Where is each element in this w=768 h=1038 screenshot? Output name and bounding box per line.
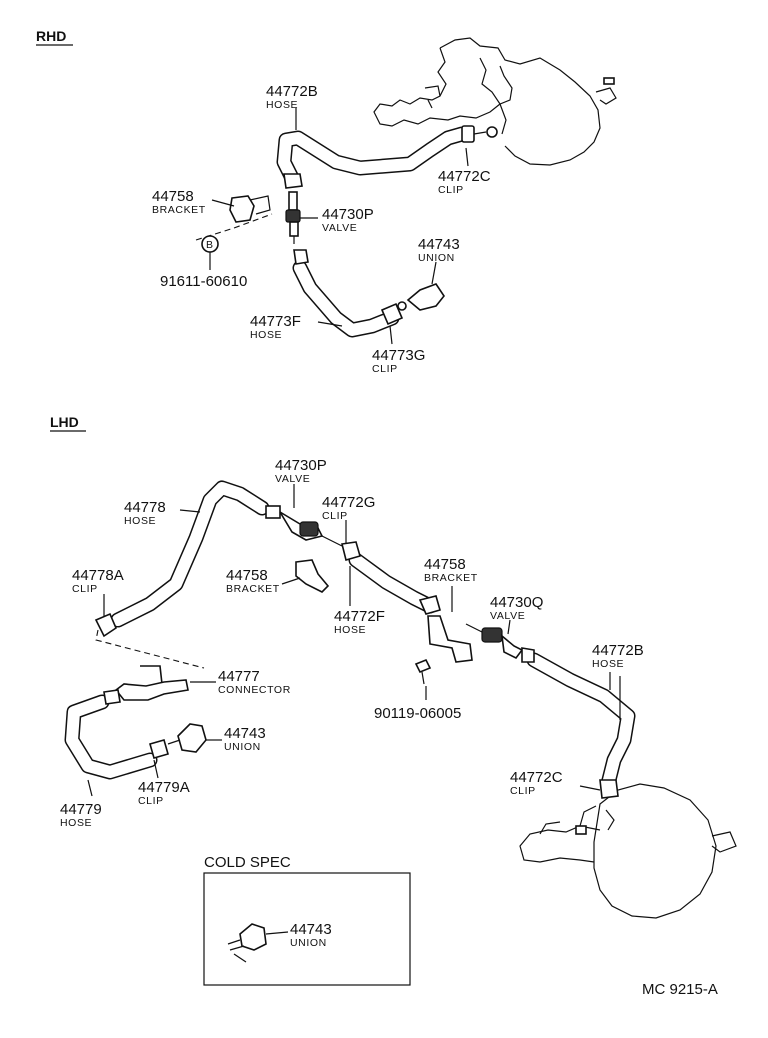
rhd-clip-c-part: 44772C [438, 168, 491, 185]
rhd-lower-clip[interactable] [293, 249, 309, 265]
lhd-bracket-44758-b[interactable] [418, 595, 473, 663]
rhd-hose-44772b[interactable] [276, 126, 470, 186]
lhd-valve-p-name: VALVE [275, 473, 310, 485]
lhd-clip-c-part: 44772C [510, 769, 563, 786]
lhd-bolt-part: 90119-06005 [374, 705, 461, 722]
lhd-clip-79a-part: 44779A [138, 779, 190, 796]
lhd-bracket-b-name: BRACKET [424, 572, 478, 584]
rhd-bracket-44758[interactable] [229, 195, 271, 223]
cold-union-name: UNION [290, 937, 327, 949]
lhd-clip-44772g[interactable] [341, 541, 361, 561]
lhd-union-name: UNION [224, 741, 261, 753]
lhd-hose-79-part: 44779 [60, 801, 102, 818]
lhd-connector-part: 44777 [218, 668, 260, 685]
diagram-code: MC 9215-A [642, 981, 718, 998]
lhd-clip-44778a[interactable] [94, 612, 117, 638]
cold-spec-box [203, 872, 411, 986]
cold-union-44743[interactable] [227, 923, 267, 963]
lhd-union-part: 44743 [224, 725, 266, 742]
rhd-brake-booster-drawing [373, 37, 617, 166]
lhd-clip-g-name: CLIP [322, 510, 348, 522]
lhd-bracket-44758-a[interactable] [295, 559, 330, 593]
lhd-hose-44772f[interactable] [348, 552, 438, 614]
lhd-bracket-a-part: 44758 [226, 567, 268, 584]
rhd-union-name: UNION [418, 252, 455, 264]
lhd-clip-78a-name: CLIP [72, 583, 98, 595]
lhd-clip-78a-part: 44778A [72, 567, 124, 584]
lhd-hose-44772b[interactable] [526, 652, 636, 792]
lhd-hose-f-name: HOSE [334, 624, 366, 636]
lhd-hose-79-name: HOSE [60, 817, 92, 829]
lhd-valve-q-part: 44730Q [490, 594, 543, 611]
lhd-hose-78-part: 44778 [124, 499, 166, 516]
lhd-hose-44778[interactable] [110, 480, 270, 628]
rhd-clip-44772c[interactable] [461, 125, 498, 143]
lhd-clip-79a-name: CLIP [138, 795, 164, 807]
lhd-valve-q-name: VALVE [490, 610, 525, 622]
rhd-hose-f-name: HOSE [250, 329, 282, 341]
rhd-bolt-part: 91611-60610 [160, 273, 247, 290]
lhd-clip-c-name: CLIP [510, 785, 536, 797]
rhd-valve-name: VALVE [322, 222, 357, 234]
cold-leader-line [265, 931, 289, 935]
lhd-hose-78-name: HOSE [124, 515, 156, 527]
cold-spec-title: COLD SPEC [204, 854, 291, 871]
lhd-hose-f-part: 44772F [334, 608, 385, 625]
lhd-valve-p-part: 44730P [275, 457, 327, 474]
lhd-bracket-a-name: BRACKET [226, 583, 280, 595]
lhd-hose-b-part: 44772B [592, 642, 644, 659]
rhd-clip-g-name: CLIP [372, 363, 398, 375]
lhd-leader-lines [87, 484, 621, 797]
lhd-heading: LHD [50, 414, 79, 430]
rhd-bracket-name: BRACKET [152, 204, 206, 216]
lhd-brake-booster-drawing [519, 783, 737, 919]
rhd-clip-44773g[interactable] [380, 302, 404, 326]
rhd-valve-part: 44730P [322, 206, 374, 223]
rhd-bolt-ref-b: B [201, 235, 219, 253]
lhd-bracket-b-part: 44758 [424, 556, 466, 573]
lhd-clip-44772c[interactable] [599, 779, 619, 799]
lhd-clip-near-valve-q[interactable] [521, 647, 535, 663]
lhd-clip-g-part: 44772G [322, 494, 375, 511]
lhd-hose-44779[interactable] [64, 694, 158, 780]
rhd-valve-44730p[interactable] [285, 191, 301, 244]
rhd-leader-lines [195, 108, 469, 345]
rhd-hose-f-part: 44773F [250, 313, 301, 330]
rhd-hose-44773f[interactable] [292, 260, 400, 338]
lhd-valve-44730p[interactable] [265, 505, 343, 547]
rhd-bracket-part: 44758 [152, 188, 194, 205]
rhd-clip-c-name: CLIP [438, 184, 464, 196]
bolt-ref-letter: B [206, 239, 214, 251]
rhd-hose-b-part: 44772B [266, 83, 318, 100]
lhd-hose-b-name: HOSE [592, 658, 624, 670]
rhd-hose-b-name: HOSE [266, 99, 298, 111]
lhd-connector-44777[interactable] [103, 665, 189, 705]
lhd-bolt-90119[interactable] [414, 658, 432, 685]
lhd-union-44743[interactable] [167, 723, 207, 753]
rhd-clip-g-part: 44773G [372, 347, 425, 364]
lhd-connector-name: CONNECTOR [218, 684, 291, 696]
lhd-valve-44730q[interactable] [465, 623, 524, 660]
rhd-top-clip[interactable] [283, 173, 303, 189]
rhd-heading: RHD [36, 28, 66, 44]
rhd-union-part: 44743 [418, 236, 460, 253]
lhd-clip-44779a[interactable] [149, 739, 169, 759]
rhd-union-44743[interactable] [397, 283, 445, 311]
cold-union-part: 44743 [290, 921, 332, 938]
